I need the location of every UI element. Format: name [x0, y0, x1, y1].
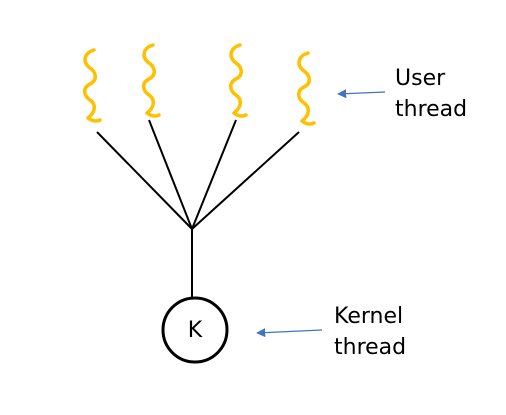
user-thread-arrow-icon [337, 89, 386, 99]
user-thread-3-squiggle-icon [228, 43, 248, 118]
connector-line-3 [191, 119, 237, 230]
connector-line-4 [191, 131, 300, 230]
kernel-thread-label-line2: thread [334, 335, 407, 360]
user-thread-label-line1: User [395, 66, 446, 91]
connector-line-2 [148, 119, 193, 230]
connector-line-1 [96, 131, 193, 230]
user-thread-2-squiggle-icon [141, 43, 161, 118]
user-thread-4-squiggle-icon [296, 51, 316, 126]
kernel-thread-arrow-icon [256, 328, 323, 338]
kernel-node-label: K [187, 317, 203, 343]
kernel-thread-label-line1: Kernel [334, 304, 404, 329]
kernel-thread-node [161, 296, 229, 364]
user-thread-label-line2: thread [395, 97, 468, 122]
user-thread-1-squiggle-icon [82, 48, 102, 123]
